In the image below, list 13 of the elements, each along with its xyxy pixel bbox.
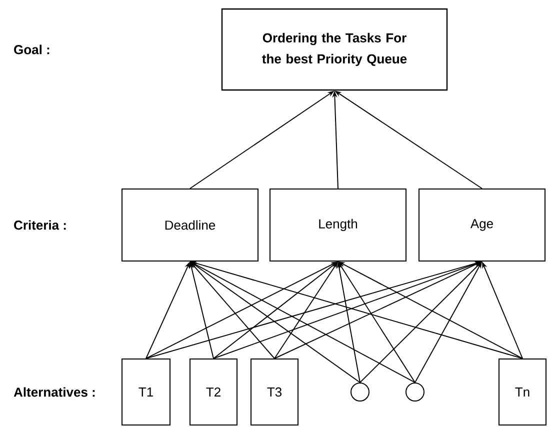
alternative-box: Tn [498, 358, 546, 426]
criterion-box: Length [270, 188, 406, 262]
level-label: Alternatives : [14, 387, 95, 397]
goal-box: Ordering the Tasks For the best Priority Queue [221, 8, 448, 91]
alternative-box: T3 [250, 358, 298, 426]
level-label: Goal : [14, 44, 50, 54]
circle-symbol [350, 382, 370, 402]
alternative-box: T2 [190, 358, 238, 426]
criterion-box: Age [418, 188, 546, 262]
level-label: Criteria : [14, 220, 66, 230]
alternative-box: T1 [122, 358, 170, 426]
circle-symbol [406, 382, 424, 402]
criterion-box: Deadline [122, 188, 258, 262]
